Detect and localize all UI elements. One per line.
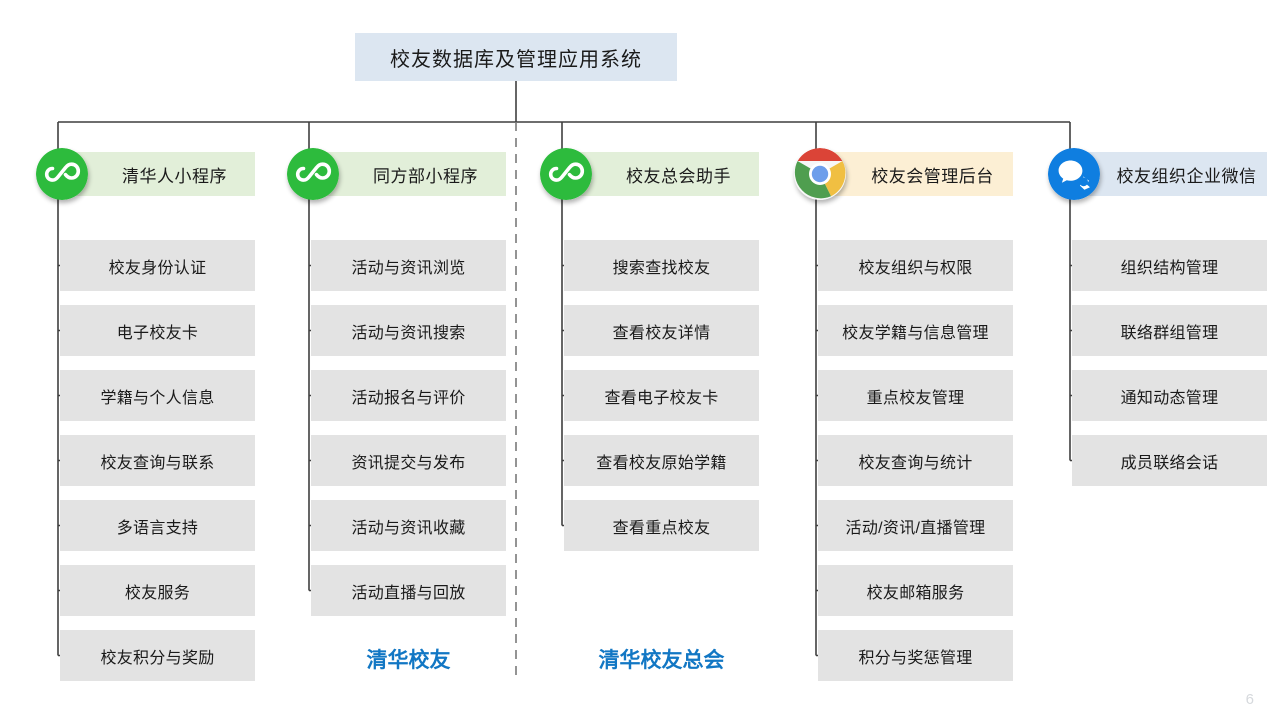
- feature-item-label: 校友积分与奖励: [100, 649, 215, 667]
- column-header-label: 校友总会助手: [626, 166, 731, 186]
- column-caption-tongfangbu-miniprogram: 清华校友: [366, 649, 451, 672]
- column-caption-alumni-association-assistant: 清华校友总会: [598, 649, 725, 672]
- feature-item-label: 查看重点校友: [612, 519, 711, 537]
- page-number: 6: [1245, 691, 1254, 708]
- feature-item-label: 多语言支持: [116, 519, 199, 537]
- column-header-band: [564, 152, 759, 196]
- column-header-alumni-association-admin[interactable]: 校友会管理后台: [794, 148, 1013, 200]
- feature-item[interactable]: 活动直播与回放: [311, 565, 506, 616]
- feature-item-label: 查看校友详情: [612, 324, 711, 342]
- wechat-miniprogram-icon: [540, 148, 592, 200]
- column-header-alumni-association-assistant[interactable]: 校友总会助手: [540, 148, 759, 200]
- feature-item-label: 校友学籍与信息管理: [842, 324, 989, 342]
- feature-item[interactable]: 搜索查找校友: [564, 240, 759, 291]
- feature-item-label: 校友服务: [124, 584, 191, 602]
- feature-item[interactable]: 活动与资讯搜索: [311, 305, 506, 356]
- feature-item[interactable]: 查看电子校友卡: [564, 370, 759, 421]
- feature-item[interactable]: 查看校友原始学籍: [564, 435, 759, 486]
- feature-item-label: 联络群组管理: [1120, 324, 1219, 342]
- feature-item-label: 搜索查找校友: [612, 259, 711, 277]
- feature-item[interactable]: 查看重点校友: [564, 500, 759, 551]
- wechat-miniprogram-icon: [287, 148, 339, 200]
- page-title-text: 校友数据库及管理应用系统: [390, 48, 642, 71]
- feature-item[interactable]: 校友邮箱服务: [818, 565, 1013, 616]
- feature-item-label: 活动与资讯搜索: [351, 324, 466, 342]
- feature-item[interactable]: 校友查询与统计: [818, 435, 1013, 486]
- column-header-label: 同方部小程序: [373, 166, 478, 186]
- feature-item[interactable]: 校友组织与权限: [818, 240, 1013, 291]
- column-header-band: [1072, 152, 1267, 196]
- feature-item-label: 积分与奖惩管理: [858, 649, 973, 667]
- feature-item[interactable]: 活动与资讯浏览: [311, 240, 506, 291]
- feature-item[interactable]: 联络群组管理: [1072, 305, 1267, 356]
- feature-item[interactable]: 校友积分与奖励: [60, 630, 255, 681]
- feature-item-label: 活动/资讯/直播管理: [845, 519, 986, 537]
- feature-item-label: 活动与资讯浏览: [351, 259, 466, 277]
- feature-item-label: 查看电子校友卡: [604, 389, 719, 407]
- feature-item[interactable]: 组织结构管理: [1072, 240, 1267, 291]
- feature-item[interactable]: 查看校友详情: [564, 305, 759, 356]
- feature-item[interactable]: 电子校友卡: [60, 305, 255, 356]
- column-header-label: 清华人小程序: [122, 166, 227, 186]
- column-header-band: [818, 152, 1013, 196]
- feature-item-label: 校友身份认证: [108, 259, 207, 277]
- feature-item-label: 活动报名与评价: [351, 389, 466, 407]
- feature-item[interactable]: 校友身份认证: [60, 240, 255, 291]
- feature-item-label: 校友查询与统计: [858, 454, 973, 472]
- feature-item-label: 校友邮箱服务: [866, 584, 965, 602]
- feature-item[interactable]: 活动报名与评价: [311, 370, 506, 421]
- feature-item[interactable]: 通知动态管理: [1072, 370, 1267, 421]
- feature-item[interactable]: 资讯提交与发布: [311, 435, 506, 486]
- feature-item-label: 活动直播与回放: [351, 584, 466, 602]
- column-header-band: [311, 152, 506, 196]
- feature-item-label: 校友组织与权限: [858, 259, 973, 277]
- feature-item-label: 重点校友管理: [866, 389, 965, 407]
- wecom-icon: [1048, 148, 1100, 200]
- feature-item[interactable]: 学籍与个人信息: [60, 370, 255, 421]
- feature-item-label: 学籍与个人信息: [100, 389, 215, 407]
- feature-item-label: 活动与资讯收藏: [351, 519, 466, 537]
- feature-item[interactable]: 活动与资讯收藏: [311, 500, 506, 551]
- feature-item[interactable]: 校友学籍与信息管理: [818, 305, 1013, 356]
- feature-item-label: 组织结构管理: [1120, 259, 1219, 277]
- column-header-label: 校友组织企业微信: [1116, 166, 1257, 186]
- feature-item-label: 成员联络会话: [1120, 454, 1219, 472]
- feature-item-label: 资讯提交与发布: [351, 454, 466, 472]
- feature-item[interactable]: 多语言支持: [60, 500, 255, 551]
- feature-item-label: 校友查询与联系: [100, 454, 215, 472]
- column-header-tsinghua-person-miniprogram[interactable]: 清华人小程序: [36, 148, 255, 200]
- feature-item[interactable]: 活动/资讯/直播管理: [818, 500, 1013, 551]
- feature-item[interactable]: 积分与奖惩管理: [818, 630, 1013, 681]
- feature-item-label: 通知动态管理: [1120, 389, 1219, 407]
- feature-item-label: 电子校友卡: [116, 324, 199, 342]
- feature-item[interactable]: 重点校友管理: [818, 370, 1013, 421]
- column-header-tongfangbu-miniprogram[interactable]: 同方部小程序: [287, 148, 506, 200]
- wechat-miniprogram-icon: [36, 148, 88, 200]
- feature-item[interactable]: 校友服务: [60, 565, 255, 616]
- feature-item[interactable]: 校友查询与联系: [60, 435, 255, 486]
- feature-item[interactable]: 成员联络会话: [1072, 435, 1267, 486]
- page-title: 校友数据库及管理应用系统: [355, 33, 677, 81]
- column-header-label: 校友会管理后台: [871, 166, 994, 186]
- column-header-band: [60, 152, 255, 196]
- feature-item-label: 查看校友原始学籍: [596, 454, 727, 472]
- column-header-alumni-org-wework[interactable]: 校友组织企业微信: [1048, 148, 1267, 200]
- chrome-browser-icon: [794, 148, 846, 200]
